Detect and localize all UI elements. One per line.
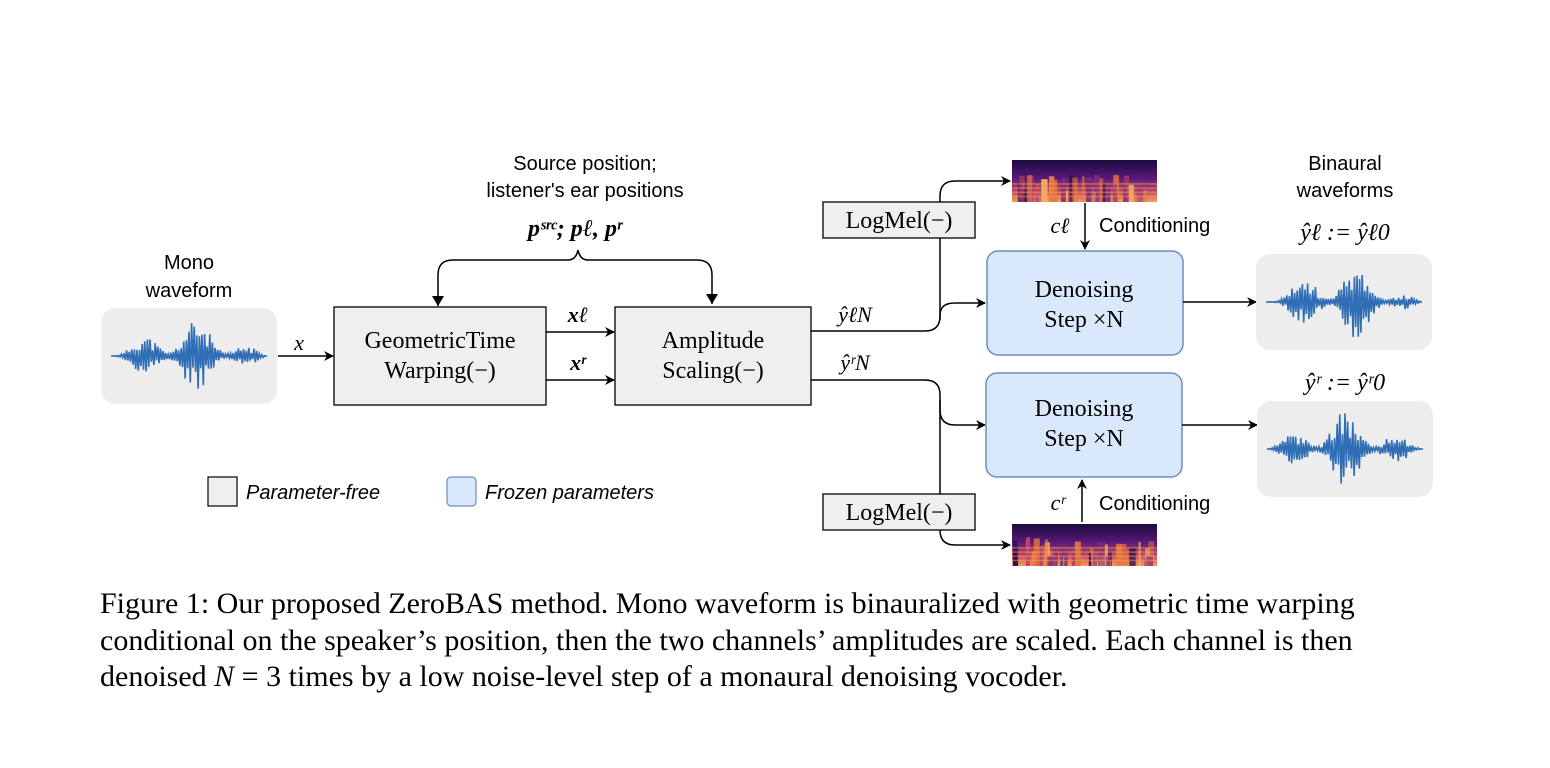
amp-label-line2: Scaling(−) (662, 358, 764, 384)
denoise-bottom-box (985, 372, 1183, 478)
binaural-label-line2: waveforms (1296, 180, 1394, 202)
gtw-label-line2: Warping(−) (384, 358, 496, 384)
logmel-bottom-label: LogMel(−) (846, 500, 953, 526)
out-r-label: ŷʳ := ŷʳ0 (1303, 370, 1385, 396)
denoise-bottom-line2: Step ×N (1044, 426, 1124, 452)
amp-label-line1: Amplitude (662, 328, 765, 354)
positions-label: pˢʳᶜ; pℓ, pʳ (526, 216, 624, 242)
gtw-box (333, 306, 547, 406)
mono-waveform (111, 323, 268, 389)
spectrogram-bottom (1012, 524, 1157, 566)
spectrogram-top (1012, 160, 1157, 202)
x-l-label: xℓ (567, 302, 588, 327)
arrow-y-l-to-spectrogram (939, 176, 1011, 320)
c-l-label: cℓ (1051, 213, 1071, 238)
out-l-label: ŷℓ := ŷℓ0 (1298, 220, 1389, 246)
denoise-bottom-line1: Denoising (1035, 396, 1134, 422)
mono-label-line1: Mono (164, 252, 214, 274)
legend-frozen-swatch (446, 476, 477, 507)
conditioning-top-label: Conditioning (1099, 215, 1210, 237)
legend-param-free-swatch (207, 476, 238, 507)
arrow-y-l-to-denoise (811, 298, 986, 332)
y-hat-l-label: ŷℓN (836, 302, 873, 327)
position-brace (437, 249, 713, 306)
binaural-left-waveform (1265, 274, 1423, 337)
x-label: x (293, 330, 304, 355)
gtw-label-line1: GeometricTime (364, 328, 515, 354)
mono-label-line2: waveform (145, 280, 233, 302)
denoise-top-line1: Denoising (1035, 277, 1134, 303)
denoise-top-box (986, 250, 1184, 356)
amp-box (614, 306, 812, 406)
caption-math-n: N (214, 660, 235, 693)
caption-tail: times by a low noise-level step of a mon… (281, 660, 1068, 693)
source-label-line1: Source position; (513, 153, 656, 175)
binaural-right-waveform (1266, 413, 1424, 484)
logmel-top-box (822, 201, 976, 239)
conditioning-bottom-label: Conditioning (1099, 493, 1210, 515)
y-hat-r-label: ŷʳN (838, 350, 871, 375)
source-label-line2: listener's ear positions (486, 180, 683, 202)
legend-frozen-label: Frozen parameters (485, 482, 654, 504)
legend-param-free-label: Parameter-free (246, 482, 380, 504)
logmel-top-label: LogMel(−) (846, 208, 953, 234)
denoise-top-line2: Step ×N (1044, 307, 1124, 333)
logmel-bottom-box (822, 493, 976, 531)
arrow-y-r-to-denoise (811, 379, 986, 430)
zerobas-diagram: Mono waveform x GeometricTime Warping(−)… (101, 153, 1433, 566)
x-r-label: xʳ (569, 350, 587, 375)
arrowhead-amp (706, 294, 718, 304)
caption-equals: = 3 (234, 660, 282, 693)
arrowhead-gtw (432, 296, 444, 306)
binaural-label-line1: Binaural (1308, 153, 1381, 175)
caption-text: Figure 1: Our proposed ZeroBAS method. M… (100, 587, 1355, 693)
figure-caption: Figure 1: Our proposed ZeroBAS method. M… (100, 586, 1450, 696)
c-r-label: cʳ (1051, 490, 1068, 515)
